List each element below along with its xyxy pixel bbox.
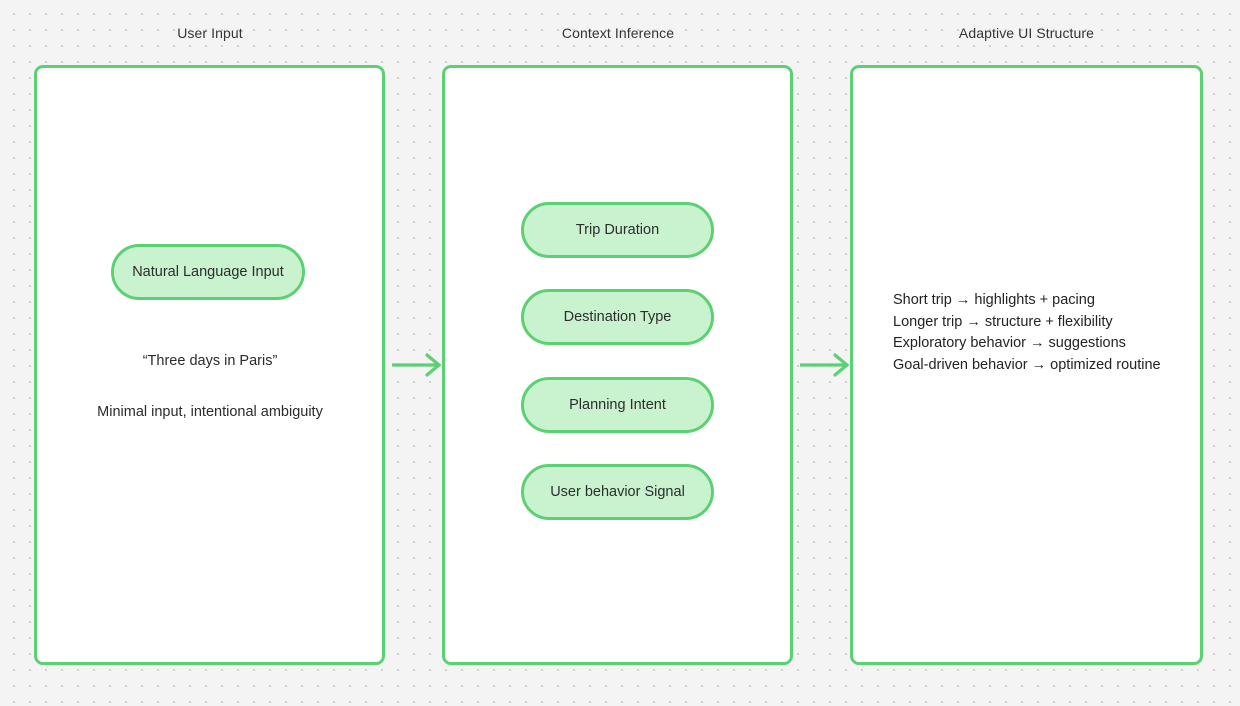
pill-natural-language-input[interactable]: Natural Language Input [111,244,305,300]
pill-natural-language-input-label: Natural Language Input [132,264,284,280]
arrow-user-input-to-context [391,352,443,378]
arrow-context-to-adaptive-ui [799,352,851,378]
panel-adaptive-ui-structure [850,65,1203,665]
pill-trip-duration[interactable]: Trip Duration [521,202,714,258]
pill-destination-type[interactable]: Destination Type [521,289,714,345]
pill-destination-type-label: Destination Type [563,309,672,325]
panel-user-input [34,65,385,665]
pill-planning-intent[interactable]: Planning Intent [521,377,714,433]
adaptive-ui-mapping-list: Short trip → highlights + pacing Longer … [893,290,1193,376]
pill-planning-intent-label: Planning Intent [569,397,666,413]
pill-trip-duration-label: Trip Duration [575,222,660,238]
mapping-line: Longer trip → structure + flexibility [893,313,1113,330]
pill-user-behavior-signal-label: User behavior Signal [550,484,685,500]
user-input-quote-text: “Three days in Paris” [142,353,278,369]
column-title-user-input: User Input [177,25,243,41]
mapping-line: Goal-driven behavior → optimized routine [893,356,1161,373]
column-title-context-inference: Context Inference [561,25,675,41]
mapping-line: Short trip → highlights + pacing [893,292,1095,308]
mapping-line: Exploratory behavior → suggestions [893,335,1126,351]
panel-context-inference [442,65,793,665]
user-input-note-text: Minimal input, intentional ambiguity [97,404,323,420]
column-title-adaptive-ui-structure: Adaptive UI Structure [958,25,1095,41]
pill-user-behavior-signal[interactable]: User behavior Signal [521,464,714,520]
